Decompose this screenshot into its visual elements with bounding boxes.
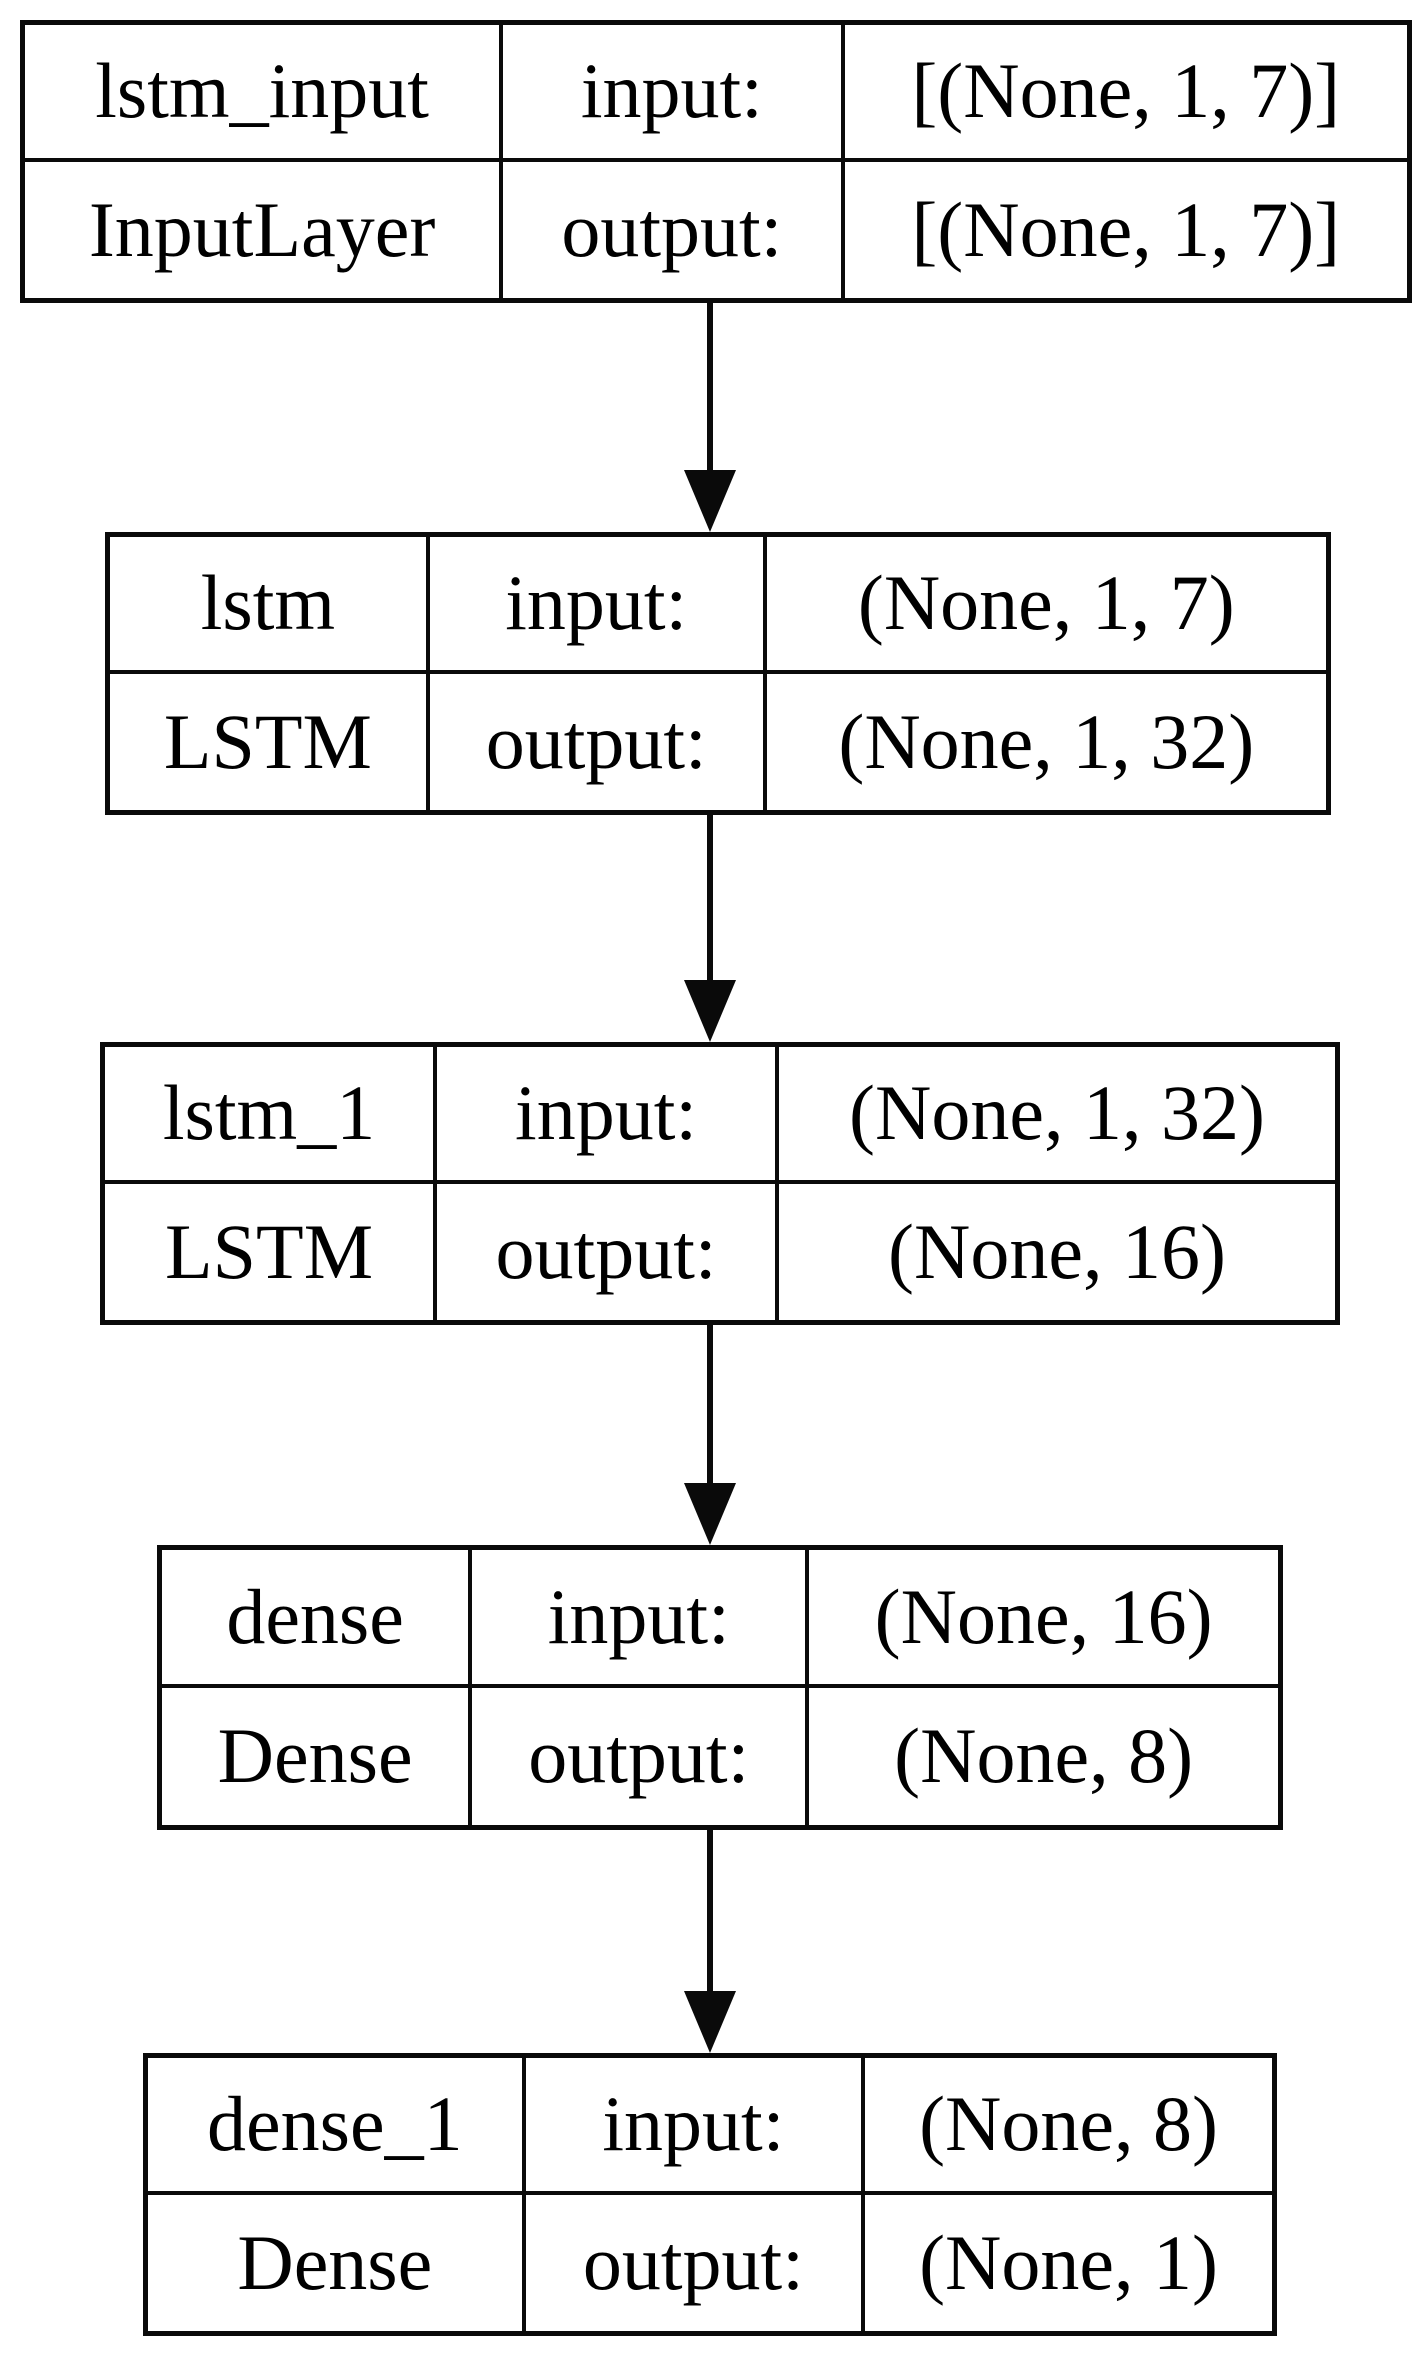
layer-name-cell: lstm [110,537,430,674]
layer-type-cell: Dense [148,2194,526,2331]
node-lstm-1: lstm_1 input: (None, 1, 32) LSTM output:… [100,1042,1340,1325]
edge-arrow-dense-to-dense-1 [684,1830,736,2053]
arrowhead-icon [684,470,736,532]
output-label-cell: output: [503,161,845,298]
output-label-cell: output: [526,2194,866,2331]
input-shape-cell: (None, 1, 7) [766,537,1326,674]
input-shape-cell: (None, 8) [865,2058,1272,2195]
arrow-line [707,303,713,470]
layer-name-cell: lstm_input [25,25,504,162]
input-shape-cell: [(None, 1, 7)] [844,25,1407,162]
layer-type-cell: LSTM [105,1183,438,1320]
layer-name-cell: dense [162,1550,473,1688]
arrow-line [707,815,713,980]
output-label-cell: output: [472,1687,810,1825]
layer-type-cell: LSTM [110,673,430,810]
output-shape-cell: [(None, 1, 7)] [911,185,1341,273]
node-lstm-input: lstm_input input: [(None, 1, 7)] InputLa… [20,20,1412,303]
input-label-cell: input: [472,1550,810,1688]
edge-arrow-lstm-1-to-dense [684,1325,736,1545]
output-shape-cell: (None, 16) [888,1207,1226,1295]
layer-type-cell: Dense [162,1687,473,1825]
arrow-line [707,1325,713,1483]
output-shape-cell: (None, 8) [894,1712,1194,1800]
output-shape-cell: (None, 1, 32) [838,697,1255,785]
input-shape-cell: (None, 1, 32) [779,1047,1335,1184]
output-label-cell: output: [437,1183,780,1320]
input-label-cell: input: [503,25,845,162]
layer-type-cell: InputLayer [25,161,504,298]
input-label-cell: input: [429,537,767,674]
arrowhead-icon [684,1483,736,1545]
input-label-cell: input: [437,1047,780,1184]
node-lstm: lstm input: (None, 1, 7) LSTM output: (N… [105,532,1331,815]
input-shape-cell: (None, 16) [809,1550,1278,1688]
output-label-cell: output: [430,673,767,810]
layer-name-cell: dense_1 [148,2058,526,2195]
arrowhead-icon [684,980,736,1042]
input-label-cell: input: [525,2058,866,2195]
layer-name-cell: lstm_1 [105,1047,438,1184]
output-shape-cell: (None, 1) [919,2218,1218,2306]
node-dense-1: dense_1 input: (None, 8) Dense output: (… [143,2053,1277,2336]
node-dense: dense input: (None, 16) Dense output: (N… [157,1545,1283,1830]
arrow-line [707,1830,713,1991]
arrowhead-icon [684,1991,736,2053]
edge-arrow-lstm-input-to-lstm [684,303,736,532]
edge-arrow-lstm-to-lstm-1 [684,815,736,1042]
